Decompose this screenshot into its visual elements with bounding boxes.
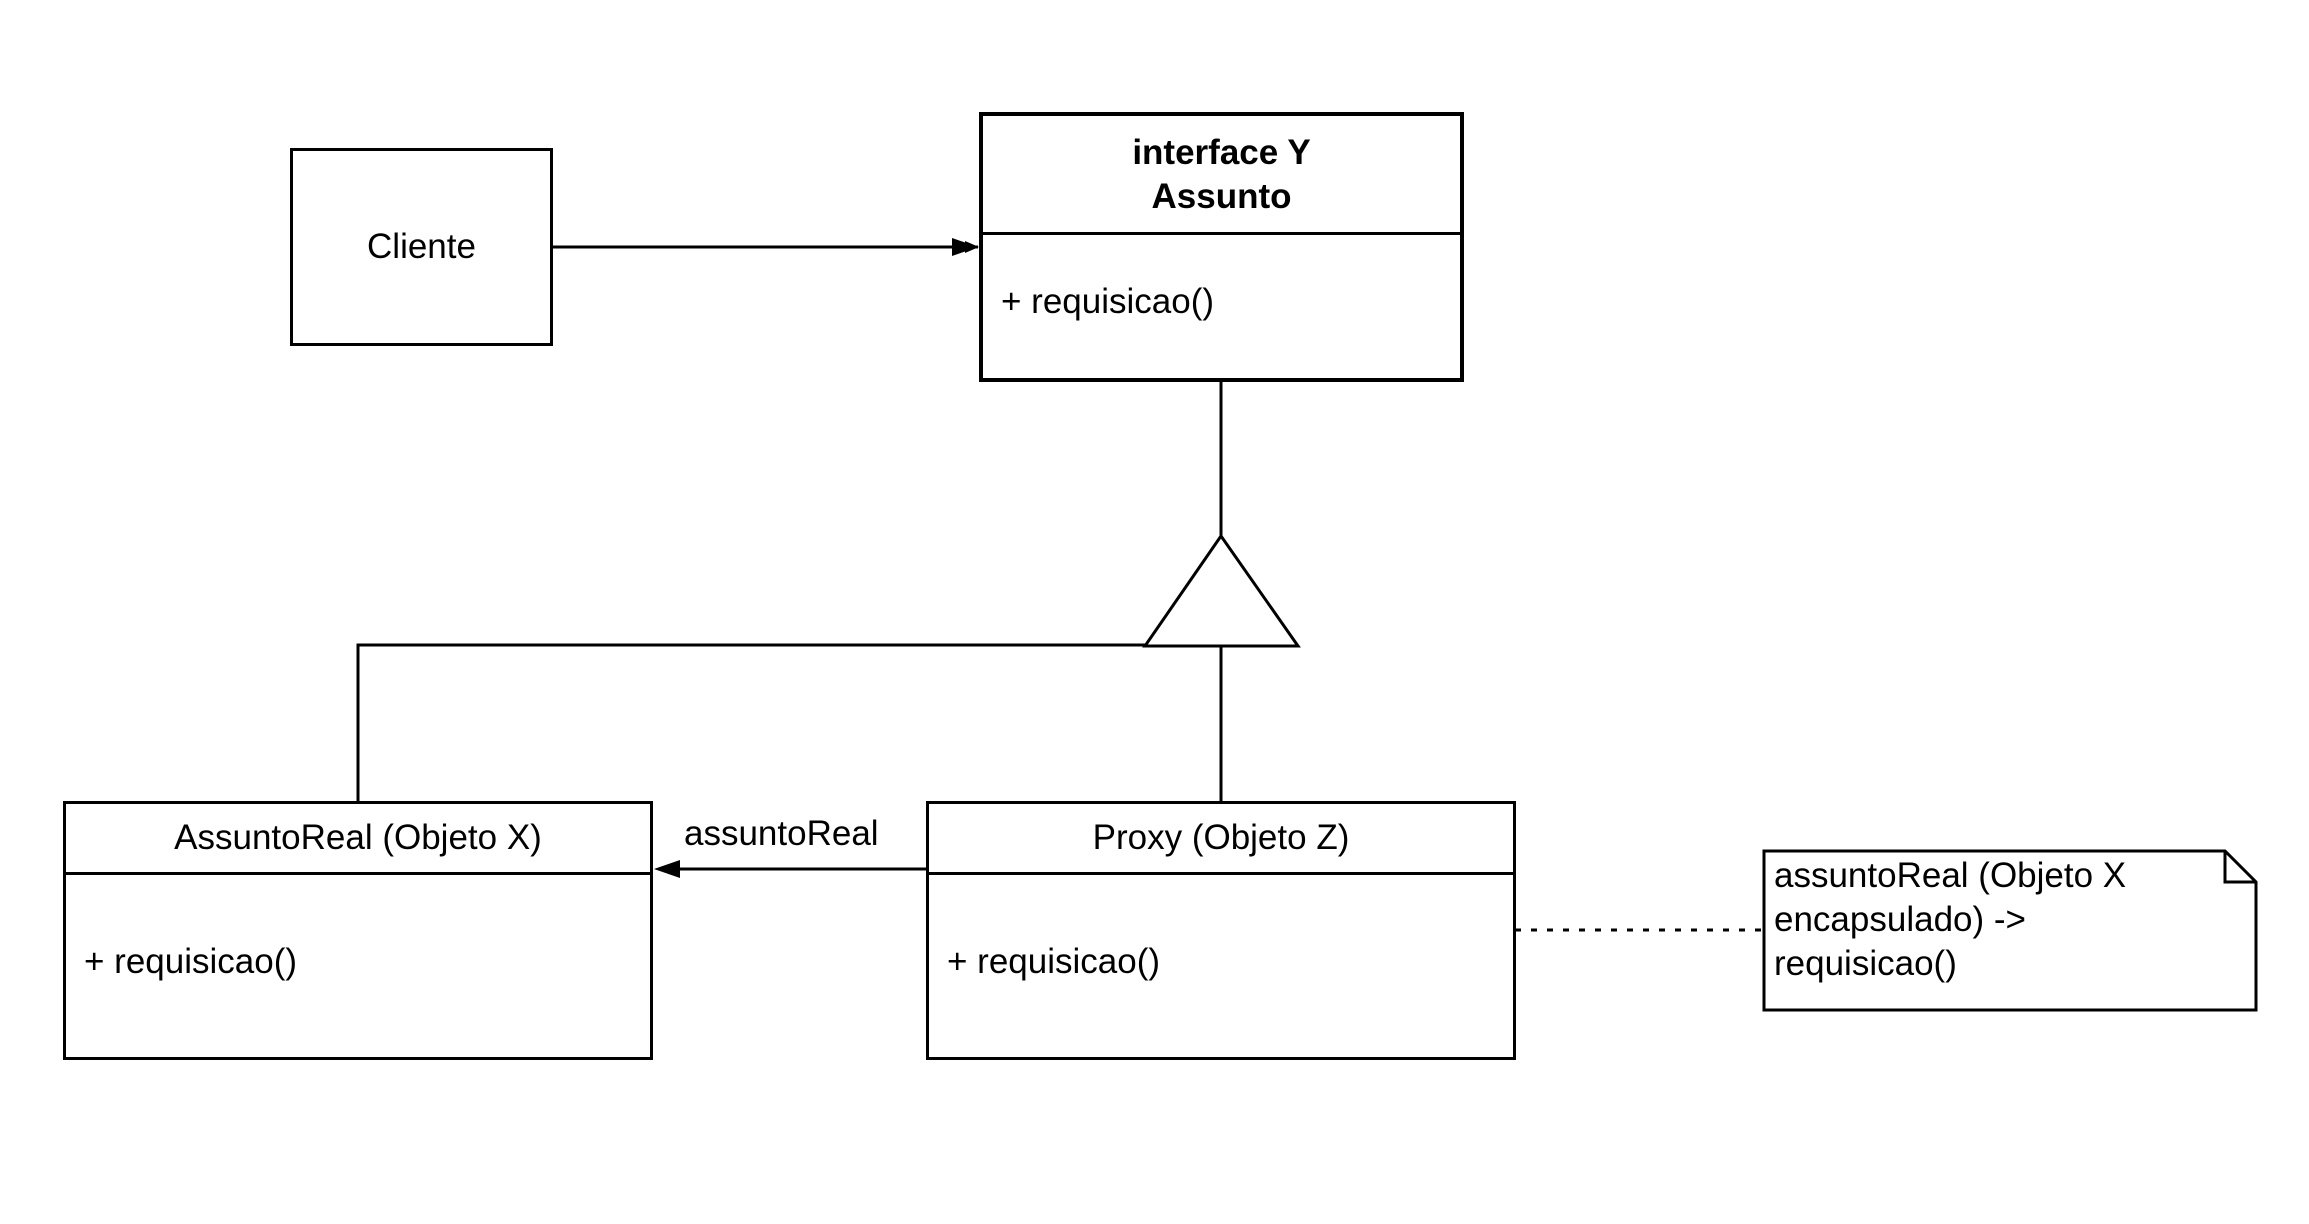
assuntoreal-method: + requisicao() (84, 942, 298, 981)
interface-stereotype: interface Y (1132, 132, 1311, 172)
interface-divider (983, 232, 1460, 235)
note-fold-icon (2223, 851, 2256, 884)
interface-header: interface Y Assunto (983, 116, 1460, 233)
association-label: assuntoReal (684, 814, 879, 853)
assuntoreal-name: AssuntoReal (Objeto X) (174, 818, 542, 857)
proxy-class-box: Proxy (Objeto Z) + requisicao() (926, 801, 1516, 1060)
generalization-triangle (1142, 533, 1301, 648)
assuntoreal-arrowhead (654, 860, 680, 878)
note-line-1: assuntoReal (Objeto X (1774, 856, 2127, 895)
proxy-name: Proxy (Objeto Z) (1092, 818, 1350, 857)
assuntoreal-header: AssuntoReal (Objeto X) (66, 804, 650, 872)
cliente-arrowhead (952, 238, 978, 256)
interface-assunto-box: interface Y Assunto + requisicao() (979, 112, 1464, 382)
proxy-divider (929, 872, 1513, 875)
note-line-3: requisicao() (1774, 944, 1957, 983)
cliente-class-box: Cliente (290, 148, 553, 346)
interface-method: + requisicao() (1001, 282, 1215, 321)
cliente-label: Cliente (367, 227, 476, 266)
note-line-2: encapsulado) -> (1774, 900, 2026, 939)
assuntoreal-divider (66, 872, 650, 875)
generalization-branch-assuntoreal (356, 643, 1145, 802)
note-shape (1762, 849, 2258, 1012)
note-content: assuntoReal (Objeto X encapsulado) -> re… (1766, 852, 2226, 1008)
interface-name: Assunto (1151, 176, 1292, 216)
assuntoreal-class-box: AssuntoReal (Objeto X) + requisicao() (63, 801, 653, 1060)
proxy-header: Proxy (Objeto Z) (929, 804, 1513, 872)
proxy-method: + requisicao() (947, 942, 1161, 981)
